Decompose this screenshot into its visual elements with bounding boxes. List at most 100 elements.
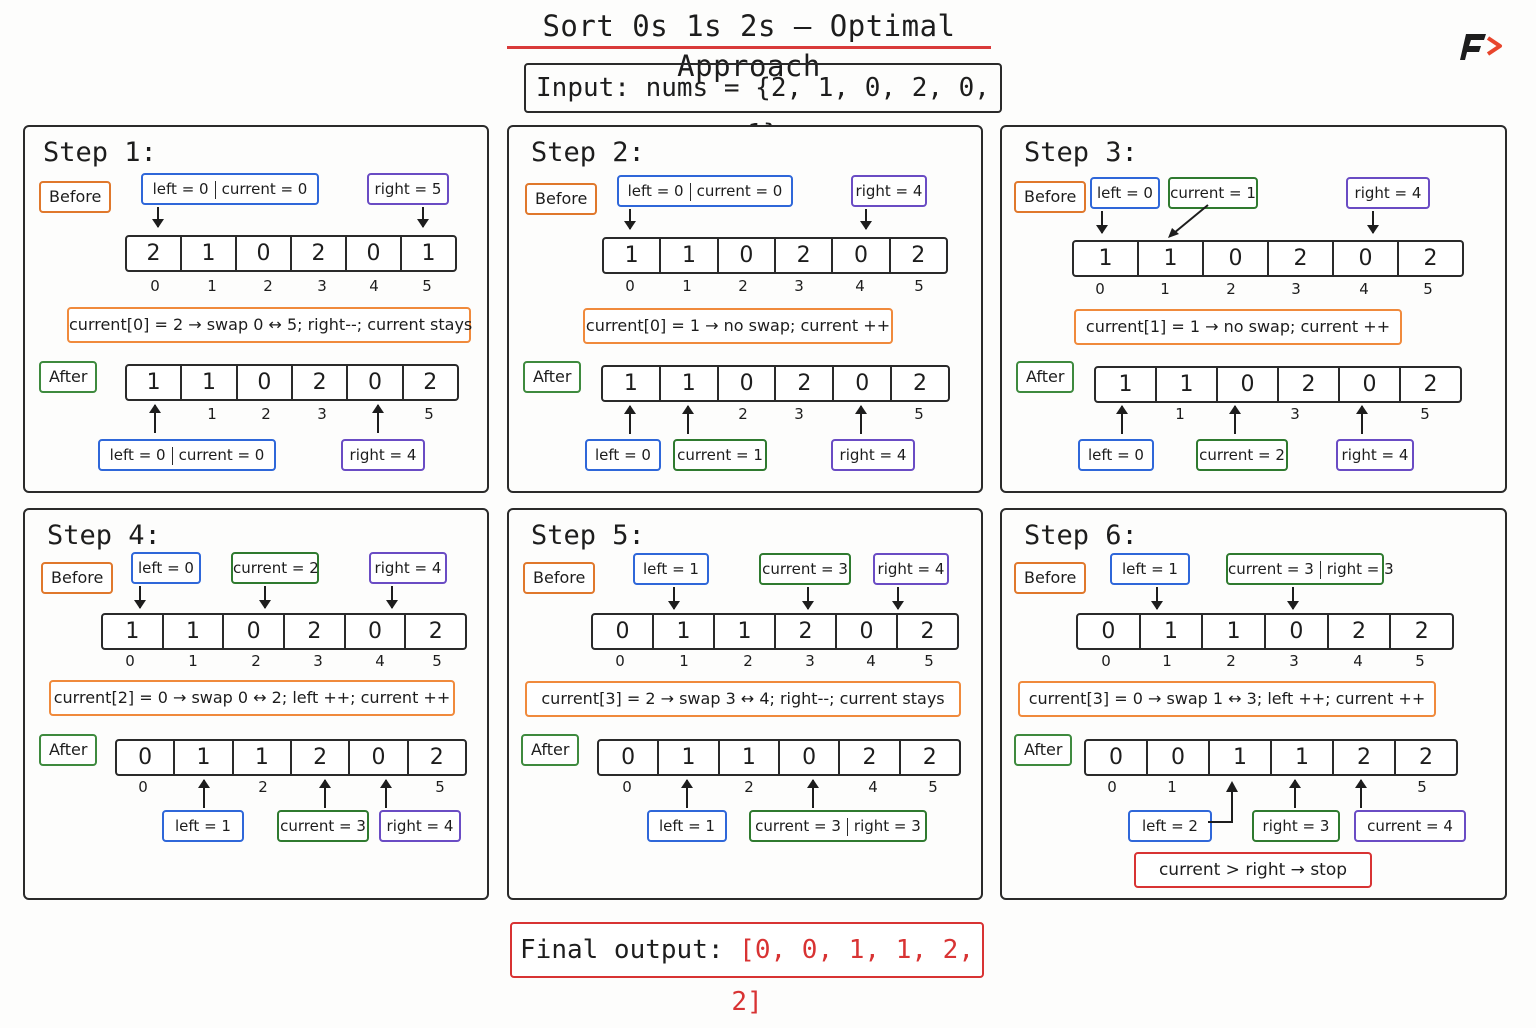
right-arrow [1356, 405, 1368, 434]
left-arrow [1116, 405, 1128, 434]
right-pointer: right = 4 [1336, 439, 1414, 471]
current-pointer: current = 3 [277, 810, 369, 842]
index-label: 0 [138, 778, 148, 796]
right-arrow [417, 207, 429, 228]
index-label: 0 [150, 277, 160, 295]
step-note: current[1] = 1 → no swap; current ++ [1074, 309, 1402, 345]
array-cell: 1 [661, 239, 719, 272]
index-label: 3 [794, 405, 804, 423]
left-arrow [198, 779, 210, 808]
array-cell: 2 [1419, 745, 1433, 770]
index-label: 1 [1160, 280, 1170, 298]
array-cell: 0 [1148, 741, 1210, 774]
left-arrow [624, 209, 636, 230]
index-label: 3 [1290, 405, 1300, 423]
left-arrow [152, 207, 164, 228]
array-cell: 1 [720, 741, 780, 774]
stop-note: current > right → stop [1134, 852, 1372, 888]
current-diagonal-arrowhead [1168, 228, 1179, 238]
left-arrow [1151, 587, 1163, 610]
index-label: 0 [622, 778, 632, 796]
index-label: 1 [1175, 405, 1185, 423]
current-pointer: current = 2 [231, 552, 319, 584]
array-cell: 2 [1334, 741, 1396, 774]
left-pointer: left = 0 [585, 439, 661, 471]
index-label: 1 [207, 277, 217, 295]
before-tag: Before [1014, 181, 1087, 213]
right-pointer: right = 4 [831, 439, 915, 471]
step-note: current[3] = 0 → swap 1 ↔ 3; left ++; cu… [1018, 681, 1436, 717]
array-cell: 0 [1204, 242, 1269, 275]
index-label: 3 [794, 277, 804, 295]
right-pointer: right = 4 [1346, 177, 1430, 209]
index-label: 5 [1417, 778, 1427, 796]
array-cell: 2 [1414, 619, 1429, 644]
index-label: 5 [432, 652, 442, 670]
array-cell: 2 [429, 745, 444, 770]
step-title: Step 1: [43, 137, 157, 168]
array-cell: 2 [1269, 242, 1334, 275]
index-label: 0 [1101, 652, 1111, 670]
final-output-label: Final output: [520, 935, 724, 965]
array-cell: 1 [654, 615, 715, 648]
after-array: 0 0 1 1 2 2 [1084, 739, 1458, 776]
array-cell: 1 [715, 615, 776, 648]
array-cell: 0 [224, 615, 286, 648]
index-label: 2 [1226, 652, 1236, 670]
after-array: 1 1 0 2 0 2 [1094, 366, 1462, 403]
array-cell: 0 [1266, 615, 1329, 648]
step-title: Step 3: [1024, 137, 1138, 168]
array-cell: 1 [182, 366, 238, 399]
array-cell: 0 [1086, 741, 1148, 774]
step-4-panel: Step 4: Before left = 0 current = 2 righ… [23, 508, 489, 900]
index-label: 2 [738, 405, 748, 423]
array-cell: 0 [719, 367, 777, 400]
array-cell: 1 [1141, 615, 1204, 648]
right-pointer: right = 5 [367, 173, 449, 205]
index-label: 4 [855, 277, 865, 295]
index-label: 5 [1415, 652, 1425, 670]
array-cell: 1 [1272, 741, 1334, 774]
left-arrow [134, 586, 146, 609]
index-label: 4 [369, 277, 379, 295]
array-cell: 2 [127, 237, 182, 270]
brand-logo [1460, 34, 1502, 60]
array-cell: 2 [913, 371, 928, 396]
array-cell: 0 [346, 615, 407, 648]
index-label: 1 [1167, 778, 1177, 796]
step-note: current[0] = 1 → no swap; current ++ [583, 308, 893, 344]
array-cell: 2 [1279, 368, 1340, 401]
index-label: 3 [313, 652, 323, 670]
array-cell: 1 [1074, 242, 1139, 275]
right-arrow [860, 209, 872, 230]
before-array: 1 1 0 2 0 2 [101, 613, 467, 650]
before-tag: Before [39, 181, 112, 213]
array-cell: 2 [911, 243, 926, 268]
current-pointer: current = 1 [1168, 177, 1258, 209]
array-cell: 2 [776, 615, 837, 648]
array-cell: 0 [837, 615, 898, 648]
array-cell: 2 [1423, 372, 1438, 397]
index-label: 3 [317, 277, 327, 295]
right-pointer: right = 4 [369, 552, 447, 584]
right-pointer: right = 4 [873, 553, 949, 585]
left-arrow [149, 404, 161, 433]
index-label: 5 [928, 778, 938, 796]
current-pointer: current = 4 [1354, 810, 1466, 842]
current-pointer: current = 2 [1196, 439, 1288, 471]
array-cell: 0 [833, 239, 891, 272]
index-label: 3 [317, 405, 327, 423]
after-tag: After [523, 361, 582, 393]
array-cell: 1 [1157, 368, 1218, 401]
before-tag: Before [41, 562, 114, 594]
index-label: 0 [615, 652, 625, 670]
left-bracket-arrowhead [1226, 781, 1238, 792]
index-label: 3 [805, 652, 815, 670]
index-label: 1 [1162, 652, 1172, 670]
left-arrow [668, 587, 680, 610]
array-cell: 1 [127, 366, 183, 399]
final-output-box: Final output: [0, 0, 1, 1, 2, 2] [510, 922, 984, 1017]
